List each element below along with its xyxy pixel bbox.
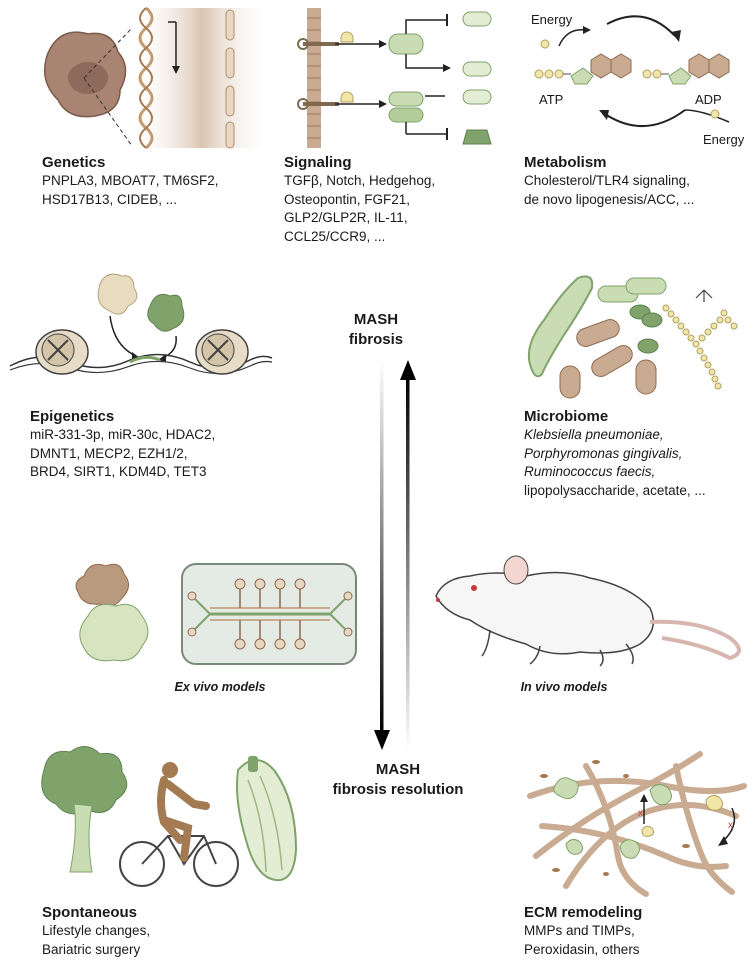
- cyclist-icon: [120, 762, 238, 886]
- epigenetics-illustration: [10, 266, 272, 396]
- modifier-icon-green: [148, 294, 184, 331]
- atp-molecule-icon: [535, 54, 631, 84]
- microbiome-line: lipopolysaccharide, acetate, ...: [524, 482, 749, 501]
- ecm-illustration: x x: [526, 746, 748, 896]
- bidirectional-arrows: [370, 360, 420, 750]
- energy-out-label: Energy: [531, 12, 573, 27]
- arrow-up-head: [400, 360, 416, 380]
- organ-on-chip-icon: [182, 564, 356, 664]
- epigenetics-line: miR-331-3p, miR-30c, HDAC2,: [30, 426, 270, 445]
- streptococcus-chain-icon: [663, 305, 737, 389]
- svg-text:x: x: [728, 820, 733, 831]
- spontaneous-line: Lifestyle changes,: [42, 922, 262, 941]
- atp-label: ATP: [539, 92, 563, 107]
- mash-fibrosis-label: MASH fibrosis: [316, 310, 436, 350]
- arrow-up-shaft: [406, 378, 410, 750]
- signaling-block: Signaling TGFβ, Notch, Hedgehog, Osteopo…: [284, 154, 504, 246]
- epigenetics-line: BRD4, SIRT1, KDM4D, TET3: [30, 463, 270, 482]
- zucchini-icon: [237, 756, 296, 880]
- signaling-illustration: [295, 8, 505, 148]
- modifier-icon-tan: [98, 274, 137, 314]
- spontaneous-title: Spontaneous: [42, 904, 262, 922]
- microbiome-title: Microbiome: [524, 408, 749, 426]
- epigenetics-block: Epigenetics miR-331-3p, miR-30c, HDAC2, …: [30, 408, 270, 482]
- arrow-down-shaft: [380, 360, 384, 732]
- ecm-line: Peroxidasin, others: [524, 941, 749, 960]
- ecm-title: ECM remodeling: [524, 904, 749, 922]
- signal-protein-1: [389, 34, 423, 54]
- signaling-line: Osteopontin, FGF21,: [284, 191, 504, 210]
- signaling-line: TGFβ, Notch, Hedgehog,: [284, 172, 504, 191]
- in-vivo-label: In vivo models: [474, 680, 654, 694]
- genetics-block: Genetics PNPLA3, MBOAT7, TM6SF2, HSD17B1…: [42, 154, 262, 209]
- microbiome-line: Klebsiella pneumoniae,: [524, 426, 749, 445]
- microbiome-illustration: [516, 268, 748, 398]
- ex-vivo-illustration: [60, 556, 360, 676]
- genetics-line: HSD17B13, CIDEB, ...: [42, 191, 262, 210]
- microbiome-line: Porphyromonas gingivalis,: [524, 445, 749, 464]
- lps-icon: [696, 290, 712, 302]
- in-vivo-illustration: [430, 548, 748, 670]
- signaling-line: GLP2/GLP2R, IL-11,: [284, 209, 504, 228]
- rat-icon: [436, 556, 739, 666]
- spontaneous-illustration: [34, 740, 306, 890]
- ex-vivo-label: Ex vivo models: [130, 680, 310, 694]
- spontaneous-line: Bariatric surgery: [42, 941, 262, 960]
- epigenetics-line: DMNT1, MECP2, EZH1/2,: [30, 445, 270, 464]
- arrow-down-head: [374, 730, 390, 750]
- metabolism-illustration: Energy ATP ADP Energy: [525, 6, 750, 151]
- metabolism-block: Metabolism Cholesterol/TLR4 signaling, d…: [524, 154, 749, 209]
- microbiome-line: Ruminococcus faecis,: [524, 463, 749, 482]
- ecm-block: ECM remodeling MMPs and TIMPs, Peroxidas…: [524, 904, 749, 959]
- mash-fibrosis-resolution-label: MASH fibrosis resolution: [318, 760, 478, 800]
- nucleosome-icon-left: [36, 330, 88, 374]
- adp-molecule-icon: [643, 54, 729, 84]
- metabolism-title: Metabolism: [524, 154, 749, 172]
- signaling-line: CCL25/CCR9, ...: [284, 228, 504, 247]
- energy-in-label: Energy: [703, 132, 745, 147]
- collagen-fiber-icon: [530, 754, 744, 894]
- signaling-title: Signaling: [284, 154, 504, 172]
- metabolism-line: de novo lipogenesis/ACC, ...: [524, 191, 749, 210]
- bacterium-rod-large: [529, 276, 592, 376]
- receptor-icon-bottom: [298, 92, 353, 109]
- nucleus-icon: [68, 62, 108, 94]
- svg-text:x: x: [638, 808, 643, 819]
- microbiome-block: Microbiome Klebsiella pneumoniae, Porphy…: [524, 408, 749, 500]
- metabolism-line: Cholesterol/TLR4 signaling,: [524, 172, 749, 191]
- nucleosome-icon-right: [196, 330, 248, 374]
- mmp-enzyme-icon: [554, 778, 672, 859]
- organoid-icon: [76, 564, 148, 661]
- epigenetics-title: Epigenetics: [30, 408, 270, 426]
- signal-protein-2: [389, 92, 423, 106]
- adp-label: ADP: [695, 92, 722, 107]
- genetics-title: Genetics: [42, 154, 262, 172]
- broccoli-icon: [42, 746, 127, 872]
- ecm-line: MMPs and TIMPs,: [524, 922, 749, 941]
- receptor-icon-top: [298, 32, 353, 49]
- genetics-illustration: [40, 8, 270, 148]
- spontaneous-block: Spontaneous Lifestyle changes, Bariatric…: [42, 904, 262, 959]
- genetics-line: PNPLA3, MBOAT7, TM6SF2,: [42, 172, 262, 191]
